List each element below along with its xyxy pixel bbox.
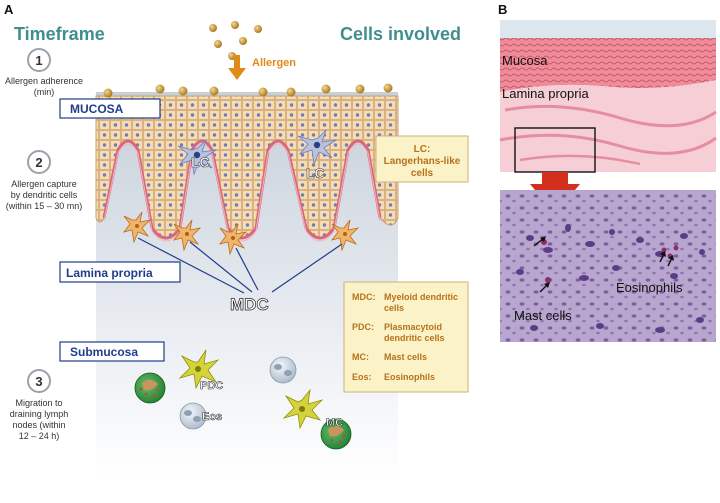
lc-label-left: LC — [191, 154, 210, 170]
step-1-line2: (min) — [34, 87, 55, 97]
pdc-cell — [178, 349, 220, 390]
lc-box-line3: cells — [411, 168, 434, 179]
mc-label: MC — [326, 417, 343, 429]
panel-b-label: B — [498, 2, 507, 17]
mucosa-label: MUCOSA — [70, 102, 124, 116]
legend-eos-line1: Eosinophils — [384, 372, 435, 382]
mdc-label: MDC — [230, 295, 269, 314]
legend-eos-key: Eos: — [352, 372, 372, 382]
step-1: 1 Allergen adherence (min) — [5, 48, 83, 97]
step-3-line1: Migration to — [15, 398, 62, 408]
legend-pdc-line2: dendritic cells — [384, 333, 445, 343]
eosinophil-bottom — [179, 402, 207, 430]
allergen-particles — [209, 21, 262, 60]
step-1-line1: Allergen adherence — [5, 76, 83, 86]
legend-pdc-line1: Plasmacytoid — [384, 322, 442, 332]
lc-box-line1: LC: — [414, 144, 431, 155]
step-1-number: 1 — [35, 53, 42, 68]
step-2-line1: Allergen capture — [11, 179, 77, 189]
mast-cell-right — [320, 418, 352, 450]
submucosa-label: Submucosa — [70, 345, 138, 359]
legend-mdc-key: MDC: — [352, 292, 376, 302]
lamina-lining-inner — [103, 143, 381, 242]
eosinophil-top — [269, 356, 297, 384]
micrograph-bottom — [500, 190, 716, 342]
micro-eosinophils-label: Eosinophils — [616, 280, 683, 295]
lc-cell-right — [297, 129, 337, 166]
lamina-propria-label: Lamina propria — [66, 266, 153, 280]
lc-cell-left — [177, 139, 217, 176]
step-3-line2: draining lymph — [10, 409, 69, 419]
mucosa-label-box: MUCOSA — [59, 98, 161, 119]
step-3: 3 Migration to draining lymph nodes (wit… — [10, 369, 69, 441]
legend-mc-key: MC: — [352, 352, 369, 362]
panel-a-label: A — [4, 2, 14, 17]
mast-cell-left — [134, 372, 166, 404]
lc-box-line2: Langerhans-like — [384, 156, 461, 167]
step-2: 2 Allergen capture by dendritic cells (w… — [6, 150, 83, 211]
timeframe-heading: Timeframe — [14, 24, 105, 44]
cells-involved-heading: Cells involved — [340, 24, 461, 44]
allergen-arrow — [228, 55, 246, 80]
cell-legend-box: MDC: Myeloid dendritic cells PDC: Plasma… — [343, 281, 469, 393]
legend-mdc-line1: Myeloid dendritic — [384, 292, 458, 302]
micro-mast-cells-label: Mast cells — [514, 308, 572, 323]
lamina-propria-label-box: Lamina propria — [59, 261, 181, 283]
legend-mdc-line2: cells — [384, 303, 404, 313]
mdc-connectors — [137, 237, 343, 294]
yellow-star-cell — [282, 388, 324, 430]
step-3-number: 3 — [35, 374, 42, 389]
submucosa-label-box: Submucosa — [59, 341, 165, 362]
micrograph-top — [499, 20, 717, 173]
micro-lamina-label: Lamina propria — [502, 86, 589, 101]
mdc-nuclei — [135, 224, 347, 240]
lamina-lining — [102, 139, 382, 240]
allergen-label: Allergen — [252, 57, 296, 69]
step-3-line3: nodes (within — [12, 420, 65, 430]
lc-label-right: LC — [306, 165, 325, 181]
micro-mucosa-label: Mucosa — [502, 53, 548, 68]
step-3-line4: 12 – 24 h) — [19, 431, 60, 441]
legend-mc-line1: Mast cells — [384, 352, 427, 362]
pdc-label: PDC — [200, 380, 223, 392]
lc-legend-box: LC: Langerhans-like cells — [375, 135, 469, 183]
step-2-line3: (within 15 – 30 mn) — [6, 201, 83, 211]
step-2-line2: by dendritic cells — [11, 190, 78, 200]
step-2-number: 2 — [35, 155, 42, 170]
surface-allergens — [103, 83, 393, 98]
eos-label: Eos — [202, 411, 222, 423]
legend-pdc-key: PDC: — [352, 322, 374, 332]
